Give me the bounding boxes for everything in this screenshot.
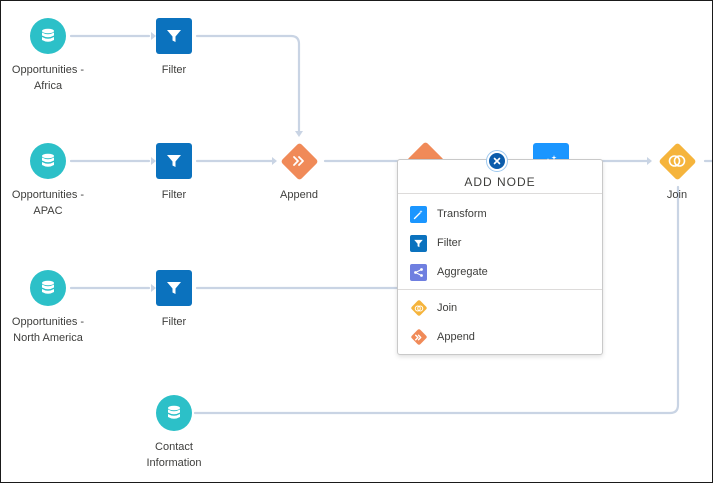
sparkle-icon	[544, 155, 557, 166]
node-label: Opportunities - Africa	[11, 64, 85, 92]
menu-item-label: Append	[437, 331, 475, 343]
edge-contact-to-join	[193, 185, 680, 415]
funnel-icon	[410, 234, 427, 252]
edge-filter-to-append	[195, 34, 301, 135]
menu-item-label: Transform	[437, 208, 487, 220]
arrowhead-na-filter	[151, 284, 156, 292]
menu-item-label: Aggregate	[437, 266, 488, 278]
arrowhead-africa-filter	[151, 32, 156, 40]
append-icon	[410, 328, 427, 346]
menu-item-append[interactable]: Append	[410, 326, 590, 348]
aggregate-icon	[410, 263, 427, 281]
close-icon	[493, 157, 501, 165]
popover-title: ADD NODE	[398, 160, 602, 194]
node-label: Join	[666, 189, 688, 201]
database-icon	[42, 153, 54, 167]
menu-divider	[398, 289, 602, 290]
menu-item-aggregate[interactable]: Aggregate	[410, 261, 590, 283]
menu-item-label: Join	[437, 302, 458, 314]
funnel-icon	[167, 30, 181, 42]
funnel-icon	[167, 282, 181, 294]
transform-icon	[410, 205, 427, 223]
database-icon	[42, 28, 54, 42]
join-icon	[410, 299, 427, 317]
close-popover-button[interactable]	[486, 150, 508, 172]
node-label: Filter	[161, 316, 187, 328]
menu-item-join[interactable]: Join	[410, 297, 590, 319]
node-label: Filter	[161, 64, 187, 76]
arrowhead-filter-append	[272, 157, 277, 165]
database-icon	[168, 405, 180, 419]
node-label: Opportunities - APAC	[11, 189, 85, 217]
arrowhead-to-join	[647, 157, 652, 165]
add-node-popover: ADD NODE Transform Filter	[397, 159, 603, 355]
arrowhead-apac-filter	[151, 157, 156, 165]
append-icon	[293, 156, 304, 166]
menu-item-transform[interactable]: Transform	[410, 203, 590, 225]
menu-item-filter[interactable]: Filter	[410, 232, 590, 254]
database-icon	[42, 280, 54, 294]
node-label: Append	[280, 189, 318, 201]
menu-item-label: Filter	[437, 237, 462, 249]
node-label: Contact Information	[146, 441, 202, 469]
join-icon	[668, 155, 686, 167]
node-label: Filter	[161, 189, 187, 201]
funnel-icon	[167, 155, 181, 167]
node-label: Opportunities - North America	[11, 316, 85, 344]
arrowhead-append-top	[295, 131, 303, 137]
